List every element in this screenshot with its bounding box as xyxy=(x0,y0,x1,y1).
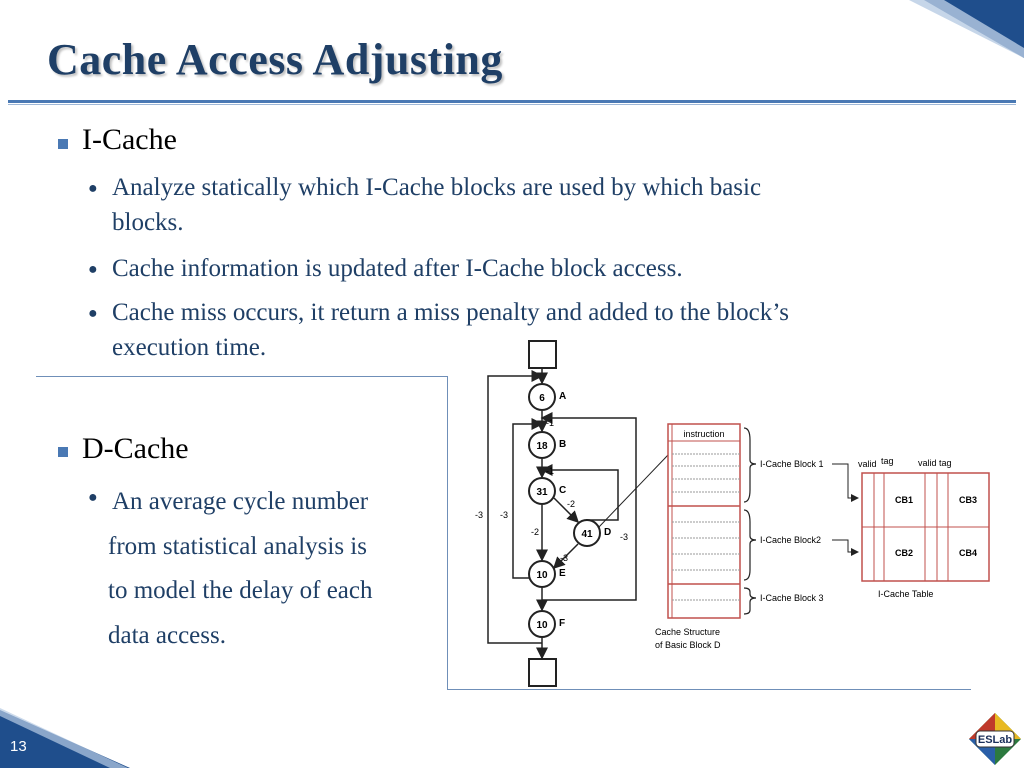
section-divider-bottom xyxy=(447,689,971,690)
edge-label-bc: -1 xyxy=(546,466,554,476)
table-cell-cb4: CB4 xyxy=(959,548,977,558)
logo-text: ESLab xyxy=(978,734,1013,746)
table-header-valid1: valid xyxy=(858,459,877,469)
dcache-line-3: to model the delay of each xyxy=(108,577,373,604)
table-cell-cb2: CB2 xyxy=(895,548,913,558)
edge-label-ab: -1 xyxy=(546,418,554,428)
node-f: 10 F xyxy=(528,610,565,638)
node-c-label: C xyxy=(559,485,566,496)
cache-structure: instruction Cache Structure of Basic Blo… xyxy=(655,423,741,650)
edge-label-de: -3 xyxy=(560,553,568,563)
node-d-value: 41 xyxy=(581,529,593,540)
icache-bullet-1: Analyze statically which I-Cache blocks … xyxy=(112,170,761,240)
edge-label-outer-left: -3 xyxy=(475,510,483,520)
exit-node xyxy=(528,658,557,687)
node-f-label: F xyxy=(559,618,565,629)
cache-caption-2: of Basic Block D xyxy=(655,640,721,650)
icache-table: valid tag valid tag CB1 CB3 CB2 CB4 I-Ca… xyxy=(858,456,990,599)
dcache-line-4: data access. xyxy=(108,622,226,649)
node-a-value: 6 xyxy=(539,393,545,404)
node-e: 10 E xyxy=(528,560,566,588)
page-number: 13 xyxy=(10,738,27,755)
table-header-tag1: tag xyxy=(881,456,894,466)
dcache-line-1: An average cycle number xyxy=(112,488,369,515)
table-caption: I-Cache Table xyxy=(878,589,933,599)
node-d: 41 D xyxy=(573,519,611,547)
bullet-dot-icon: ● xyxy=(88,489,98,506)
icache-bullet-1-line2: blocks. xyxy=(112,209,184,236)
cache-caption-1: Cache Structure xyxy=(655,627,720,637)
node-a: 6 A xyxy=(528,383,566,411)
icache-block-3-label: I-Cache Block 3 xyxy=(760,593,824,603)
corner-decoration-bottom-left xyxy=(0,708,130,768)
square-bullet-icon xyxy=(58,139,68,149)
title-divider xyxy=(8,100,1016,103)
edge-label-cd: -2 xyxy=(567,499,575,509)
node-b-value: 18 xyxy=(536,441,548,452)
title-divider-thin xyxy=(8,104,1016,105)
node-c: 31 C xyxy=(528,477,566,505)
cache-header: instruction xyxy=(683,429,724,439)
bullet-dot-icon: ● xyxy=(88,180,98,197)
table-cell-cb1: CB1 xyxy=(895,495,913,505)
node-e-label: E xyxy=(559,568,566,579)
node-c-value: 31 xyxy=(536,487,548,498)
edge-label-d-right: -3 xyxy=(620,532,628,542)
icache-bullet-3-line1: Cache miss occurs, it return a miss pena… xyxy=(112,299,789,326)
icache-block-1-label: I-Cache Block 1 xyxy=(760,459,824,469)
icache-bullet-2: Cache information is updated after I-Cac… xyxy=(112,255,683,282)
bullet-dot-icon: ● xyxy=(88,261,98,278)
icache-bullet-1-line1: Analyze statically which I-Cache blocks … xyxy=(112,174,762,201)
node-a-label: A xyxy=(559,391,566,402)
bullet-dot-icon: ● xyxy=(88,305,98,322)
section-divider xyxy=(36,376,448,377)
node-b-label: B xyxy=(559,439,566,450)
icache-bullet-3-line2: execution time. xyxy=(112,334,267,361)
eslab-logo: ESLab xyxy=(969,713,1021,765)
section-divider-vertical xyxy=(447,376,448,690)
node-f-value: 10 xyxy=(536,620,548,631)
icache-bullet-3: Cache miss occurs, it return a miss pena… xyxy=(112,295,789,365)
edge-label-ce: -2 xyxy=(531,527,539,537)
table-header-valid-tag2: valid tag xyxy=(918,458,952,468)
dcache-heading: D-Cache xyxy=(82,432,189,465)
edge-label-inner-left: -3 xyxy=(500,510,508,520)
node-e-value: 10 xyxy=(536,570,548,581)
node-d-label: D xyxy=(604,527,611,538)
entry-node xyxy=(528,340,557,369)
dcache-line-2: from statistical analysis is xyxy=(108,533,367,560)
corner-decoration-top-right xyxy=(909,0,1024,58)
square-bullet-icon xyxy=(58,447,68,457)
node-b: 18 B xyxy=(528,431,566,459)
slide-title: Cache Access Adjusting xyxy=(47,35,503,84)
table-cell-cb3: CB3 xyxy=(959,495,977,505)
icache-block-2-label: I-Cache Block2 xyxy=(760,535,821,545)
icache-heading: I-Cache xyxy=(82,123,177,156)
